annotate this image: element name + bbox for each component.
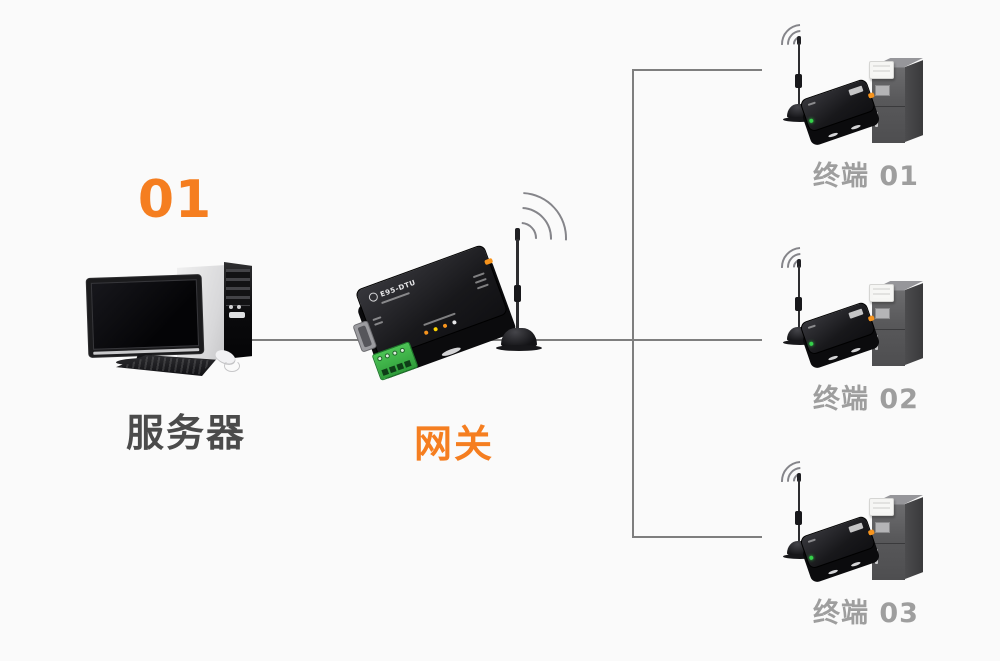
status-led <box>433 326 439 332</box>
branch-line-terminal-03 <box>632 536 762 538</box>
terminal-group-02: 终端 02 <box>765 238 933 418</box>
terminal-group-01: 终端 01 <box>765 15 933 195</box>
power-button <box>229 304 233 309</box>
antenna-collar <box>795 74 802 88</box>
terminal-group-03: 终端 03 <box>765 452 933 632</box>
connection-trunk-line <box>632 69 634 538</box>
terminal-cabinet <box>872 504 905 580</box>
cabinet-side <box>905 497 923 579</box>
gateway-group: E95-DTU <box>350 173 590 466</box>
brand-logo-icon <box>367 291 380 303</box>
cabinet-breaker <box>869 498 894 516</box>
port-text <box>476 283 489 290</box>
terminal-cabinet <box>872 290 905 366</box>
cabinet-breaker <box>869 284 894 302</box>
port-text <box>474 277 487 284</box>
antenna-icon <box>797 473 801 482</box>
terminal-device <box>799 300 883 370</box>
terminal-label-02: 终端 02 <box>813 384 919 415</box>
terminal-led <box>808 118 814 124</box>
terminal-led <box>808 341 814 347</box>
antenna-baseplate <box>783 554 817 559</box>
server-label: 服务器 <box>125 411 246 455</box>
antenna-connector <box>867 315 875 322</box>
antenna-collar <box>795 511 802 525</box>
terminal-led <box>808 555 814 561</box>
cabinet-breaker <box>869 61 894 79</box>
drive-bays <box>226 268 250 306</box>
antenna-base <box>501 328 537 348</box>
server-monitor <box>86 275 204 357</box>
tower-slot <box>229 312 246 319</box>
terminal-label-01: 终端 01 <box>813 161 919 192</box>
monitor-screen <box>90 279 200 350</box>
signal-waves-icon <box>772 15 830 73</box>
cabinet-side <box>905 283 923 365</box>
cabinet-side <box>905 60 923 142</box>
cabinet-top <box>872 58 923 67</box>
antenna-baseplate <box>783 340 817 345</box>
mouse-cable <box>224 360 240 372</box>
status-led <box>423 330 429 336</box>
cabinet-top <box>872 495 923 504</box>
gateway-label: 网关 <box>413 422 494 466</box>
signal-waves-icon <box>772 238 830 296</box>
terminal-label-03: 终端 03 <box>813 598 919 629</box>
server-tower <box>224 262 252 359</box>
cabinet-top <box>872 281 923 290</box>
terminal-device <box>799 514 883 584</box>
branch-line-terminal-01 <box>632 69 762 71</box>
antenna-icon <box>797 36 801 45</box>
side-text <box>372 316 382 322</box>
antenna-collar <box>514 285 521 302</box>
signal-waves-icon <box>772 452 830 510</box>
antenna-baseplate <box>496 345 542 351</box>
server-group: 01 服务器 <box>80 170 280 460</box>
status-led <box>451 319 457 325</box>
antenna-connector <box>867 529 875 536</box>
status-led <box>442 323 448 329</box>
reset-button <box>237 304 241 309</box>
antenna-baseplate <box>783 117 817 122</box>
step-number: 01 <box>137 170 213 230</box>
port-text <box>472 272 485 279</box>
led-labels <box>423 312 456 327</box>
side-text <box>374 320 384 326</box>
antenna-collar <box>795 297 802 311</box>
terminal-device <box>799 77 883 147</box>
antenna-icon <box>797 259 801 268</box>
antenna-connector <box>867 92 875 99</box>
antenna-icon <box>515 228 520 241</box>
